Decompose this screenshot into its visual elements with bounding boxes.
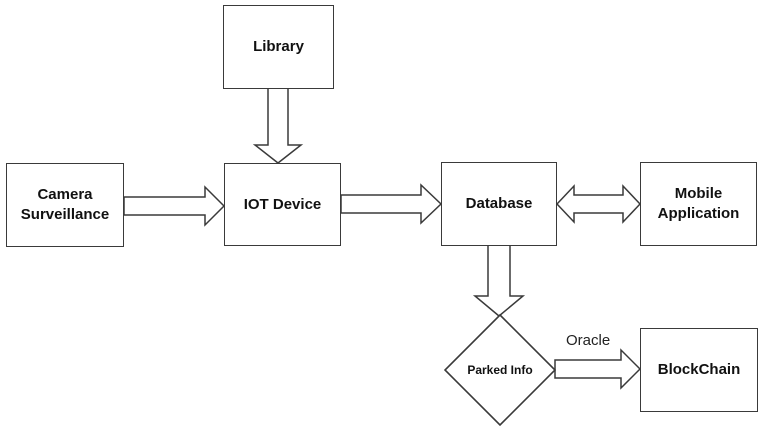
arrow-camera-to-iot <box>123 185 226 227</box>
library-box: Library <box>223 5 334 89</box>
arrow-library-to-iot <box>252 87 304 164</box>
blockchain-box: BlockChain <box>640 328 758 412</box>
library-label: Library <box>253 38 304 55</box>
parked-info-decision: Parked Info <box>444 314 556 426</box>
iot-device-box: IOT Device <box>224 163 341 246</box>
oracle-label: Oracle <box>566 332 611 349</box>
database-label: Database <box>465 195 533 212</box>
database-box: Database <box>441 162 557 246</box>
iot-device-label: IOT Device <box>243 195 322 213</box>
camera-label-line1: Camera <box>37 186 93 203</box>
camera-label-line2: Surveillance <box>20 206 110 223</box>
blockchain-label: BlockChain <box>657 361 741 378</box>
parked-info-label: Parked Info <box>467 363 533 377</box>
camera-surveillance-box: Camera Surveillance <box>6 163 124 247</box>
camera-surveillance-label: Camera Surveillance <box>21 185 109 225</box>
arrow-database-to-parked-info <box>472 244 526 317</box>
arrow-iot-to-database <box>340 183 443 225</box>
mobile-application-box: Mobile Application <box>640 162 757 246</box>
mobile-label-line2: Application <box>657 205 740 222</box>
mobile-application-label: Mobile Application <box>658 184 740 224</box>
arrow-database-mobile-bidirectional <box>555 184 642 224</box>
parked-info-diamond <box>444 314 556 426</box>
mobile-label-line1: Mobile <box>674 185 723 202</box>
arrow-parked-info-to-blockchain <box>554 348 642 390</box>
